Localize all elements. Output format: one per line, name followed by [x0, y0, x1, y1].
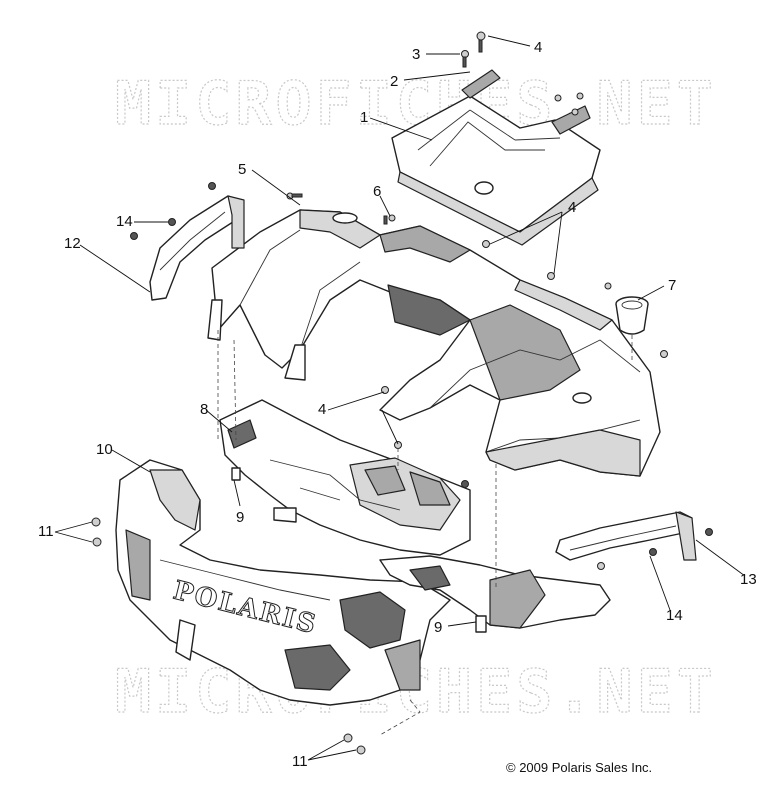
callout-11-left: 11: [38, 523, 54, 540]
callout-2: 2: [390, 73, 398, 90]
callout-13: 13: [740, 571, 757, 588]
callout-7: 7: [668, 277, 676, 294]
copyright-notice: © 2009 Polaris Sales Inc.: [506, 760, 652, 775]
callout-5: 5: [238, 161, 246, 178]
loose-fasteners: [91, 182, 713, 755]
callout-4-top: 4: [534, 39, 542, 56]
upper-body-panel: [207, 209, 661, 477]
right-grab-bar: [555, 511, 697, 561]
callout-14-left: 14: [116, 213, 133, 230]
callout-9-right: 9: [434, 619, 442, 636]
left-grab-bar: [149, 195, 245, 301]
callout-12: 12: [64, 235, 81, 252]
callout-8: 8: [200, 401, 208, 418]
callout-labels: 1 2 3 4 5 6 4 7 8 4 14 12 10 11 9 9 11 1…: [38, 39, 757, 770]
cup-holder: [615, 296, 649, 335]
front-nose: POLARIS: [115, 459, 451, 706]
callout-9-left: 9: [236, 509, 244, 526]
callout-6: 6: [373, 183, 381, 200]
inner-console: [219, 399, 471, 556]
callout-4-middle: 4: [568, 199, 576, 216]
callout-11-bottom: 11: [292, 753, 308, 770]
hood-lid: [391, 69, 601, 246]
callout-1: 1: [360, 109, 368, 126]
leader-lines: [54, 35, 746, 761]
callout-4-lower: 4: [318, 401, 326, 418]
alignment-lines: [217, 330, 633, 736]
callout-10: 10: [96, 441, 113, 458]
lower-side-panel: [379, 555, 611, 629]
callout-3: 3: [412, 46, 420, 63]
lid-fasteners: [461, 31, 584, 116]
callout-14-right: 14: [666, 607, 683, 624]
